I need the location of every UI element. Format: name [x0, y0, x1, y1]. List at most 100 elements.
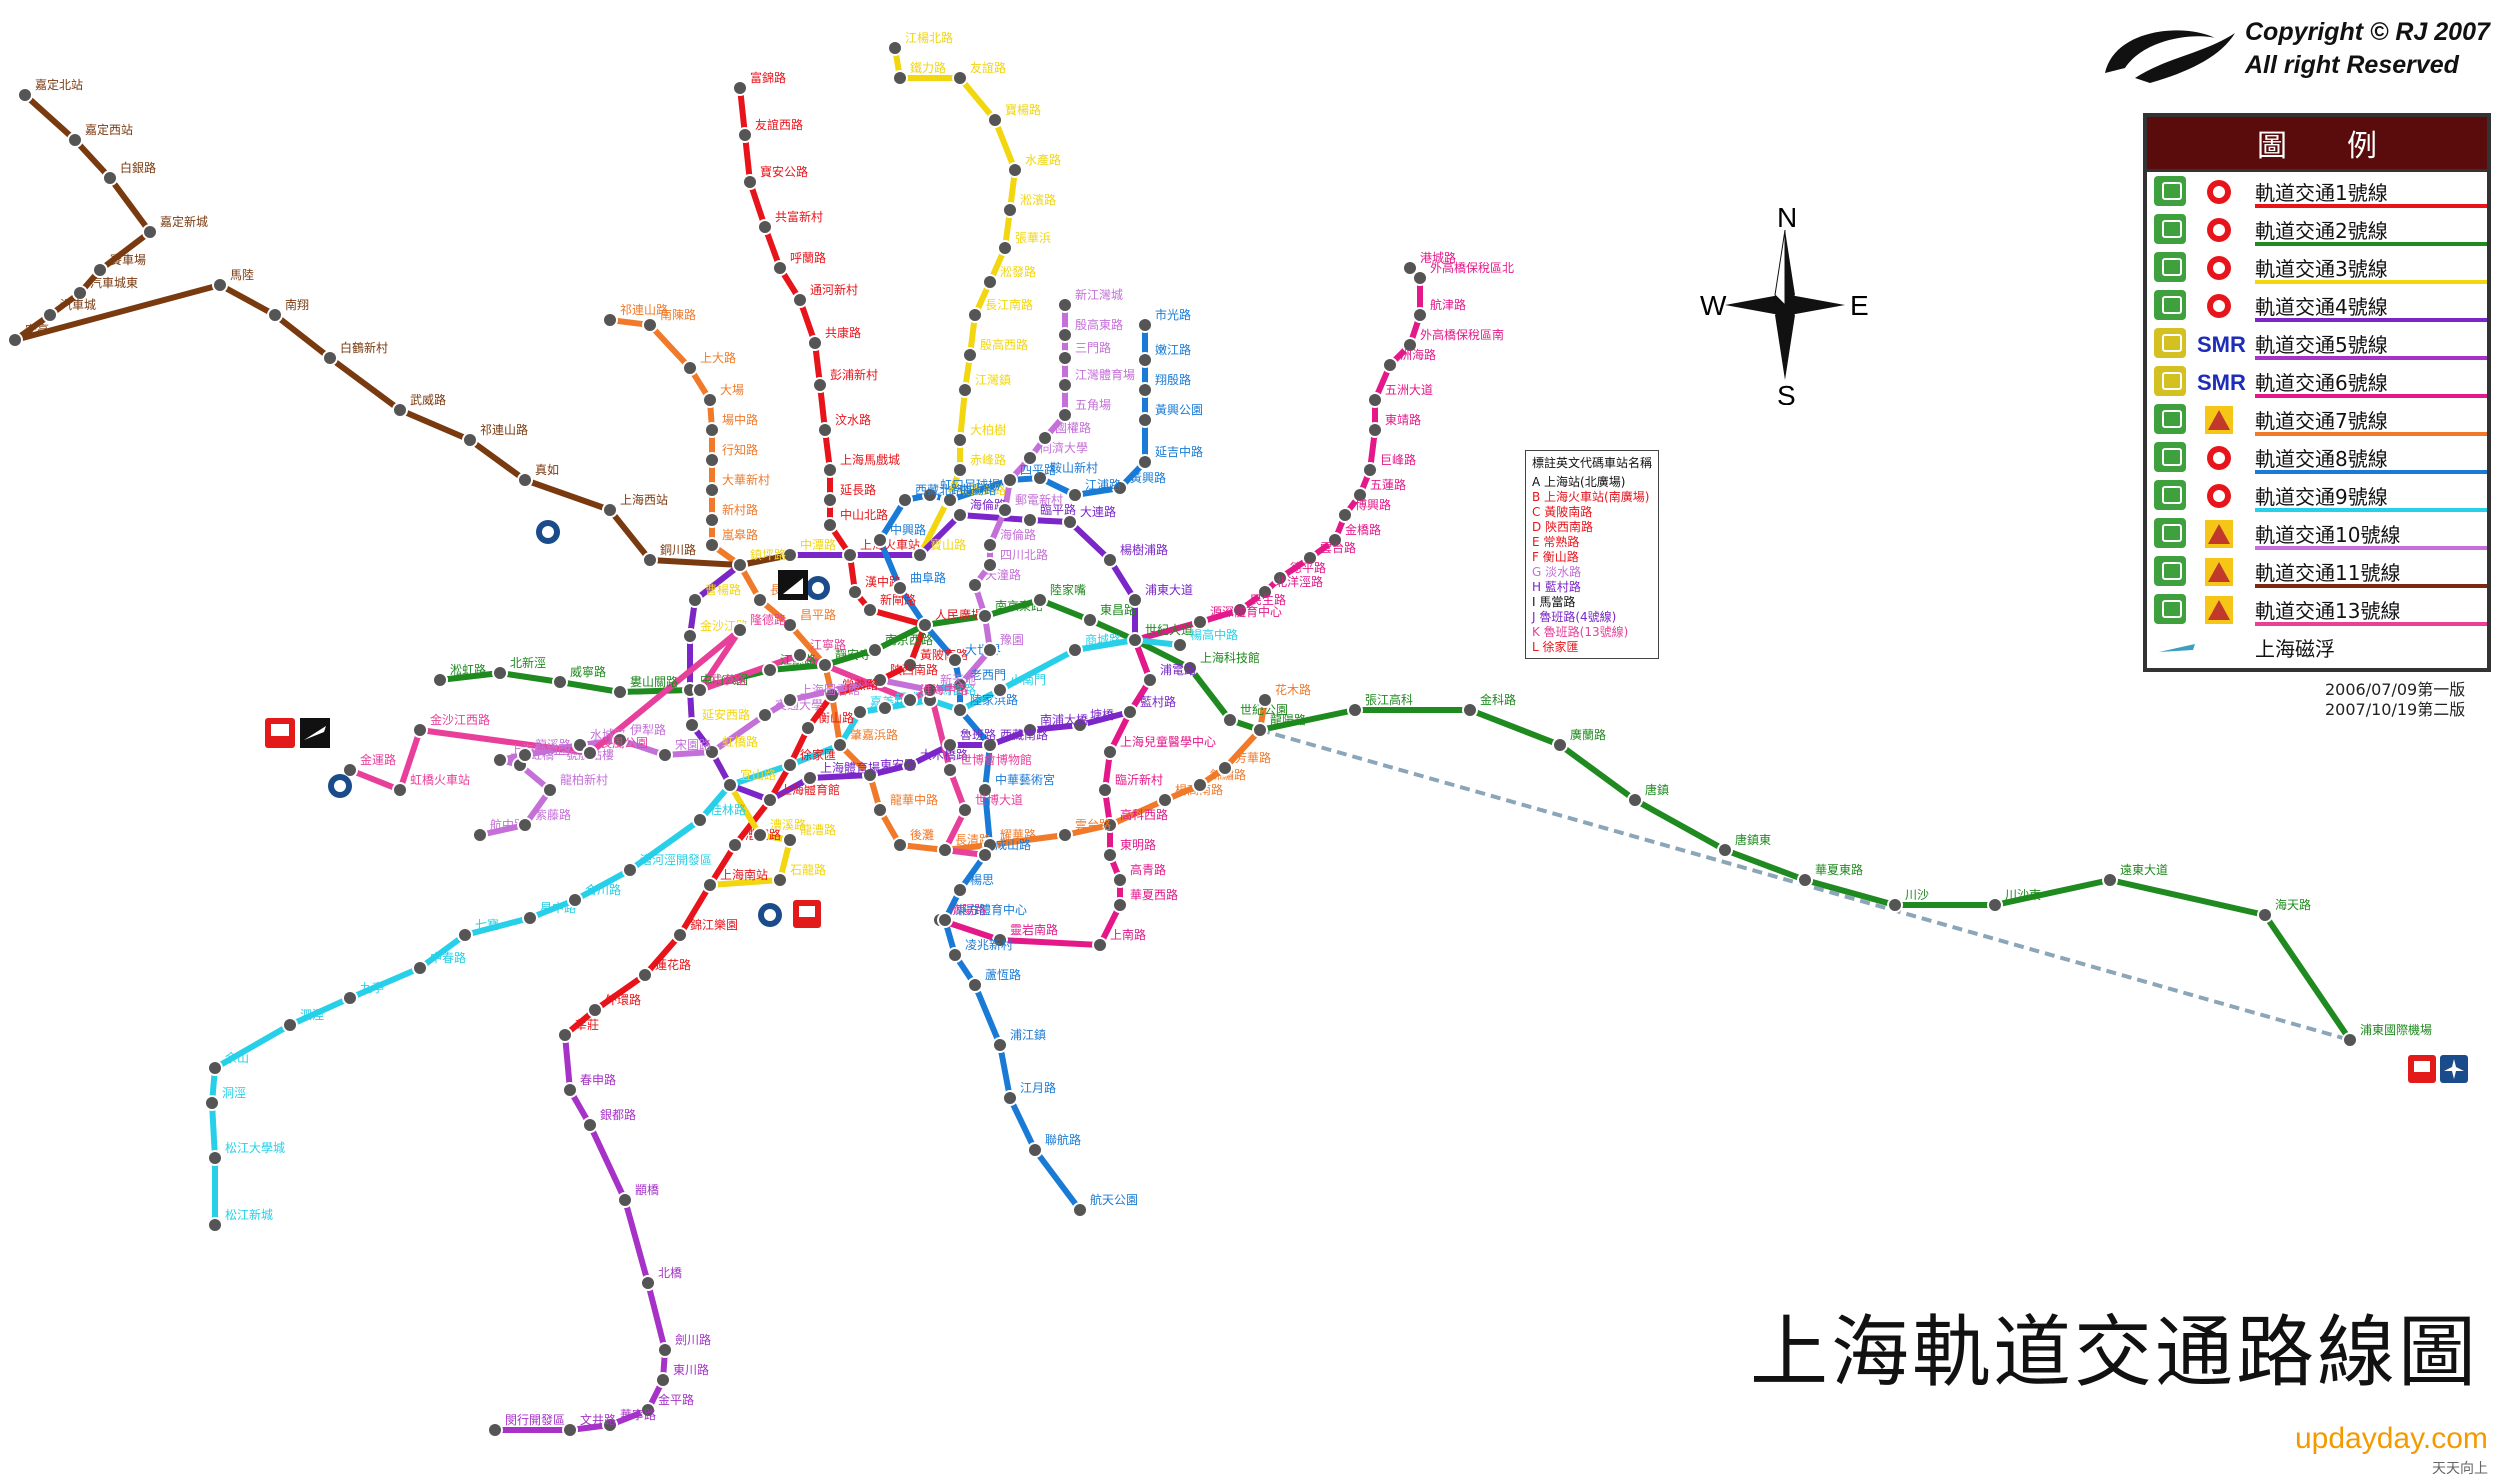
legend-label: 軌道交通1號線 — [2255, 181, 2388, 205]
station-label: 臨沂新村 — [1115, 772, 1163, 787]
station-marker — [762, 662, 778, 678]
station-label: 富錦路 — [750, 70, 786, 85]
station-marker — [1037, 430, 1053, 446]
station-label: 外高橋保稅區北 — [1430, 260, 1514, 275]
station-label: 浦東大道 — [1145, 583, 1193, 597]
station-line-4-13: 大木橋路 — [902, 747, 968, 773]
station-line-10-24: 五角場 — [1057, 398, 1111, 423]
station-label: 市光路 — [1155, 307, 1191, 322]
station-label: 鞍山新村 — [1050, 460, 1098, 475]
station-marker — [957, 382, 973, 398]
station-marker — [657, 747, 673, 763]
compass-w: W — [1700, 290, 1727, 321]
rj-logo-icon — [2105, 30, 2235, 83]
station-line-5-5: 劍川路 — [657, 1332, 711, 1358]
legend-label: 軌道交通4號線 — [2255, 295, 2388, 319]
station-line-10-19: 海倫路 — [982, 527, 1036, 553]
station-label: 濟陽路 — [950, 902, 986, 917]
station-marker — [267, 307, 283, 323]
train-icon — [2154, 404, 2186, 434]
legend-label: 軌道交通9號線 — [2255, 485, 2388, 509]
station-line-8-3: 黃興公園 — [1137, 403, 1203, 428]
station-line-7-6: 大華新村 — [704, 472, 770, 498]
station-line-1-13: 漢中路 — [847, 574, 901, 600]
station-label: 海倫路 — [1000, 527, 1036, 542]
station-marker — [1367, 422, 1383, 438]
station-label: 寶安公路 — [760, 164, 808, 179]
station-label: 赤峰路 — [970, 452, 1006, 467]
station-marker — [937, 912, 953, 928]
station-marker — [877, 700, 893, 716]
copyright-line-1: Copyright © RJ 2007 — [2245, 18, 2490, 46]
station-marker — [1192, 777, 1208, 793]
station-marker — [947, 947, 963, 963]
station-marker — [952, 702, 968, 718]
station-marker — [702, 392, 718, 408]
station-line-3-21: 延安西路 — [684, 707, 750, 733]
station-marker — [1022, 450, 1038, 466]
station-marker — [977, 782, 993, 798]
station-marker — [892, 70, 908, 86]
station-label: 藍村路 — [1140, 694, 1176, 709]
station-line-1-3: 共富新村 — [757, 209, 823, 235]
station-line-3-24: 漕溪路 — [752, 817, 806, 843]
station-marker — [942, 762, 958, 778]
station-label: 小南門 — [1010, 672, 1046, 687]
station-marker — [847, 584, 863, 600]
station-line-1-27: 莘莊 — [557, 1018, 599, 1043]
station-label: 新村路 — [722, 502, 758, 517]
station-label: 郵電新村 — [1015, 492, 1063, 507]
note-item-a: A 上海站(北廣場) — [1532, 475, 1626, 489]
station-line-7-4: 場中路 — [704, 412, 758, 438]
station-line-11-12: 祁連山路 — [462, 422, 528, 448]
station-marker — [1137, 382, 1153, 398]
station-marker — [1057, 827, 1073, 843]
version-line-2: 2007/10/19第二版 — [2325, 700, 2466, 719]
legend-color-bar — [2255, 204, 2487, 208]
station-label: 大柏樹 — [970, 422, 1006, 437]
station-line-2-24: 遠東大道 — [2102, 863, 2168, 888]
station-line-13-1: 虹橋火車站 — [392, 773, 470, 798]
station-marker — [1057, 407, 1073, 423]
station-label: 港城路 — [1420, 250, 1456, 265]
station-marker — [912, 547, 928, 563]
station-line-11-0: 嘉定北站 — [17, 77, 83, 103]
station-marker — [612, 684, 628, 700]
station-marker — [487, 1422, 503, 1438]
station-line-5-1: 春申路 — [562, 1072, 616, 1098]
station-line-2-12: 世紀大道 — [1127, 623, 1193, 648]
station-line-9-10: 漕河涇開發區 — [622, 852, 712, 878]
station-label: 曲阜路 — [910, 570, 946, 585]
station-label: 金運路 — [360, 752, 396, 767]
station-marker — [957, 802, 973, 818]
station-marker — [1217, 760, 1233, 776]
station-marker — [922, 487, 938, 503]
station-label: 航津路 — [1430, 297, 1466, 312]
station-label: 場中路 — [722, 412, 758, 427]
station-label: 世博大道 — [975, 792, 1023, 807]
station-label: 通河新村 — [810, 282, 858, 297]
station-marker — [282, 1017, 298, 1033]
station-label: 新天地 — [940, 672, 976, 687]
station-label: 豫園 — [1000, 633, 1024, 647]
station-label: 廣蘭路 — [1570, 727, 1606, 742]
station-line-13-0: 金運路 — [342, 752, 396, 778]
station-label: 南陳路 — [660, 307, 696, 322]
station-marker — [1102, 847, 1118, 863]
station-label: 金橋路 — [1345, 522, 1381, 537]
station-marker — [822, 462, 838, 478]
station-line-1-20: 徐家匯 — [782, 747, 836, 773]
station-marker — [1137, 454, 1153, 470]
station-line-1-5: 通河新村 — [792, 282, 858, 308]
station-line-8-25: 蘆恆路 — [967, 967, 1021, 993]
station-label: 黃興公園 — [1155, 403, 1203, 417]
station-line-5-4: 北橋 — [640, 1266, 682, 1291]
bus-icon — [265, 718, 295, 748]
station-label: 祁連山路 — [620, 302, 668, 317]
station-line-9-2: 洞涇 — [204, 1086, 246, 1111]
station-line-7-2: 上大路 — [682, 350, 736, 376]
station-line-8-10: 虹口足球場 — [922, 478, 1000, 503]
station-label: 蓮花路 — [655, 957, 691, 972]
